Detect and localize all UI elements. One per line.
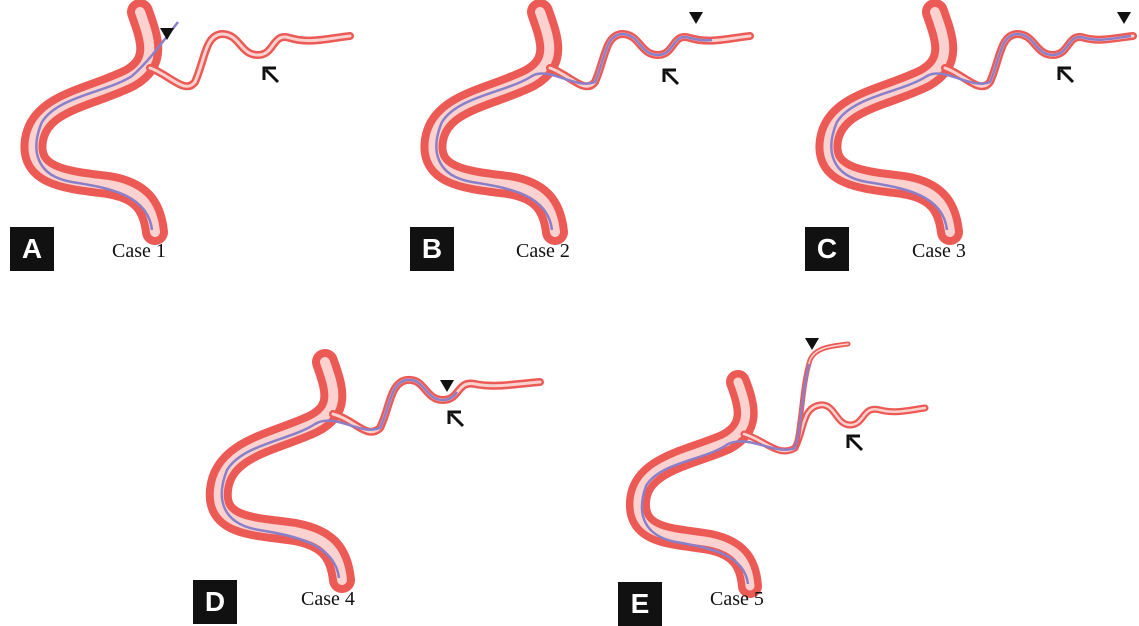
main-artery [828,12,950,232]
panel-c: C Case 3 [795,0,1139,290]
panel-d: D Case 4 [185,340,565,625]
panel-caption: Case 2 [516,240,570,263]
branch-vessel [945,34,1133,86]
panel-a: A Case 1 [0,0,380,290]
panel-letter-badge: D [193,580,237,624]
arrow-marker [848,436,862,450]
vessel-diagram-a [0,0,380,290]
main-artery [219,362,342,580]
arrow-marker [264,68,278,82]
panel-letter-badge: A [10,227,54,271]
panel-letter-badge: E [618,582,662,626]
arrowhead-marker [440,380,454,392]
panel-caption: Case 1 [112,240,166,263]
main-artery [638,382,750,586]
main-artery [33,12,155,232]
arrowhead-marker [160,28,174,40]
branch-vessel [150,34,350,86]
panel-e: E Case 5 [610,330,990,625]
main-artery [433,12,555,232]
panel-letter-badge: B [410,227,454,271]
branch-vessel [333,380,540,432]
vessel-diagram-b [400,0,780,290]
panel-caption: Case 3 [912,240,966,263]
arrow-marker [664,70,678,84]
branch-vessel [744,405,925,451]
arrowhead-marker [689,12,703,24]
arrow-marker [1059,68,1073,82]
panel-letter-badge: C [805,227,849,271]
panel-b: B Case 2 [400,0,780,290]
arrowhead-marker [805,338,819,350]
vessel-diagram-d [185,340,565,625]
panel-caption: Case 4 [301,588,355,611]
catheter [831,34,1131,230]
arrowhead-marker [1117,12,1131,24]
panel-caption: Case 5 [710,588,764,611]
branch-vessel [550,34,750,86]
catheter [436,34,712,230]
arrow-marker [449,412,463,426]
vessel-diagram-e [610,330,990,625]
